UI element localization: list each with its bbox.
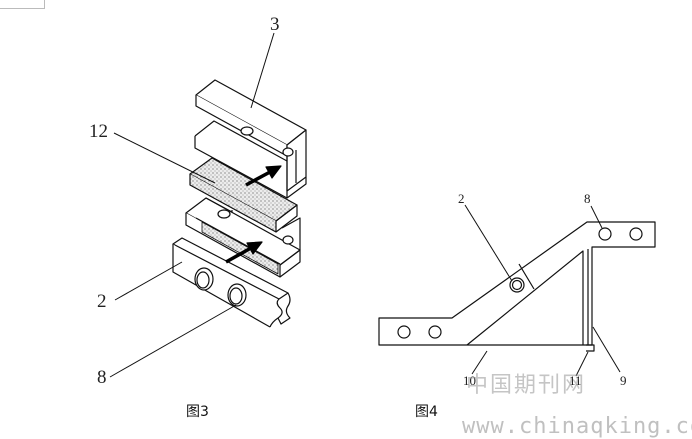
lower-bracket — [185, 197, 301, 278]
fig4-label-11: 11 — [569, 373, 582, 388]
leader-lines-fig3 — [109, 32, 275, 378]
base-plate-part-2 — [172, 237, 291, 328]
leader-lines-fig4 — [464, 204, 621, 377]
assembly-arrows — [225, 165, 282, 264]
fig4-label-10: 10 — [463, 373, 476, 388]
fig3-caption: 图3 — [186, 404, 209, 420]
page-corner-mark — [0, 0, 45, 9]
fig3-label-12: 12 — [89, 121, 108, 142]
insulating-pad-part-12 — [189, 157, 298, 233]
bracket-part-3 — [194, 79, 307, 199]
fig4-label-2: 2 — [458, 191, 465, 206]
bent-bracket-part-2 — [378, 221, 656, 352]
fig4-caption: 图4 — [415, 404, 438, 420]
figure3-drawing — [109, 32, 307, 378]
fig4-label-9: 9 — [620, 373, 627, 388]
fig3-label-2: 2 — [97, 291, 107, 312]
fig3-label-8: 8 — [97, 367, 107, 388]
figure4-drawing — [378, 204, 656, 377]
watermark-url: www.chinaqking.com — [462, 414, 692, 439]
fig3-label-3: 3 — [270, 14, 280, 35]
fig4-label-8: 8 — [584, 191, 591, 206]
watermark-chinese: 中国期刊网 — [466, 373, 587, 398]
